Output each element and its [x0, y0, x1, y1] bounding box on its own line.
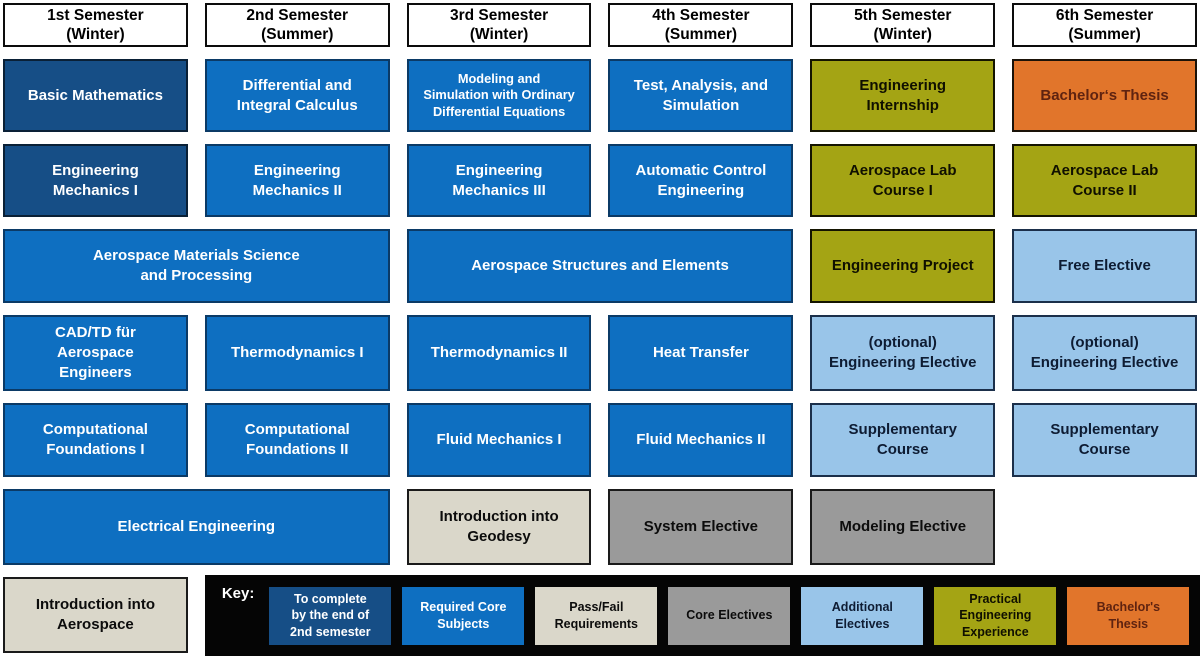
semester-header-3: 3rd Semester (Winter): [406, 3, 592, 47]
semester-header-5: 5th Semester (Winter): [810, 3, 996, 47]
course-test-analysis-simulation: Test, Analysis, and Simulation: [608, 59, 794, 132]
legend-item-additional-electives: Additional Electives: [801, 586, 924, 645]
course-modeling-simulation-ode: Modeling and Simulation with Ordinary Di…: [406, 59, 592, 132]
course-basic-mathematics: Basic Mathematics: [3, 59, 188, 132]
course-aerospace-lab-1: Aerospace Lab Course I: [810, 144, 996, 217]
course-bachelors-thesis: Bachelor‘s Thesis: [1012, 59, 1197, 132]
legend-item-required-core: Required Core Subjects: [402, 586, 525, 645]
course-optional-engineering-elective-5: (optional) Engineering Elective: [810, 315, 996, 391]
course-heat-transfer: Heat Transfer: [608, 315, 794, 391]
course-supplementary-course-5: Supplementary Course: [810, 403, 996, 477]
course-optional-engineering-elective-6: (optional) Engineering Elective: [1012, 315, 1197, 391]
course-aerospace-materials-science: Aerospace Materials Science and Processi…: [3, 229, 390, 303]
semester-header-2: 2nd Semester (Summer): [204, 3, 390, 47]
course-introduction-into-aerospace: Introduction into Aerospace: [3, 577, 188, 653]
legend-title: Key:: [221, 585, 255, 602]
course-aerospace-structures-elements: Aerospace Structures and Elements: [406, 229, 794, 303]
course-thermodynamics-2: Thermodynamics II: [406, 315, 592, 391]
legend: Key: To complete by the end of 2nd semes…: [204, 575, 1200, 656]
semester-header-6: 6th Semester (Summer): [1012, 3, 1197, 47]
legend-item-pass-fail: Pass/Fail Requirements: [535, 586, 658, 645]
course-aerospace-lab-2: Aerospace Lab Course II: [1012, 144, 1197, 217]
course-computational-foundations-1: Computational Foundations I: [3, 403, 188, 477]
course-engineering-mechanics-3: Engineering Mechanics III: [406, 144, 592, 217]
course-introduction-into-geodesy: Introduction into Geodesy: [406, 489, 592, 565]
legend-item-to-complete: To complete by the end of 2nd semester: [269, 586, 392, 645]
course-cad-td-aerospace: CAD/TD für Aerospace Engineers: [3, 315, 188, 391]
legend-item-practical-experience: Practical Engineering Experience: [934, 586, 1057, 645]
course-supplementary-course-6: Supplementary Course: [1012, 403, 1197, 477]
course-electrical-engineering: Electrical Engineering: [3, 489, 390, 565]
course-computational-foundations-2: Computational Foundations II: [204, 403, 390, 477]
course-engineering-mechanics-1: Engineering Mechanics I: [3, 144, 188, 217]
course-system-elective: System Elective: [608, 489, 794, 565]
semester-header-1: 1st Semester (Winter): [3, 3, 188, 47]
course-thermodynamics-1: Thermodynamics I: [204, 315, 390, 391]
legend-item-core-electives: Core Electives: [668, 586, 791, 645]
course-automatic-control-engineering: Automatic Control Engineering: [608, 144, 794, 217]
course-free-elective: Free Elective: [1012, 229, 1197, 303]
course-fluid-mechanics-2: Fluid Mechanics II: [608, 403, 794, 477]
course-modeling-elective: Modeling Elective: [810, 489, 996, 565]
semester-header-4: 4th Semester (Summer): [608, 3, 794, 47]
course-fluid-mechanics-1: Fluid Mechanics I: [406, 403, 592, 477]
legend-item-bachelors-thesis: Bachelor's Thesis: [1067, 586, 1190, 645]
course-engineering-mechanics-2: Engineering Mechanics II: [204, 144, 390, 217]
course-engineering-internship: Engineering Internship: [810, 59, 996, 132]
course-engineering-project: Engineering Project: [810, 229, 996, 303]
course-differential-integral-calculus: Differential and Integral Calculus: [204, 59, 390, 132]
